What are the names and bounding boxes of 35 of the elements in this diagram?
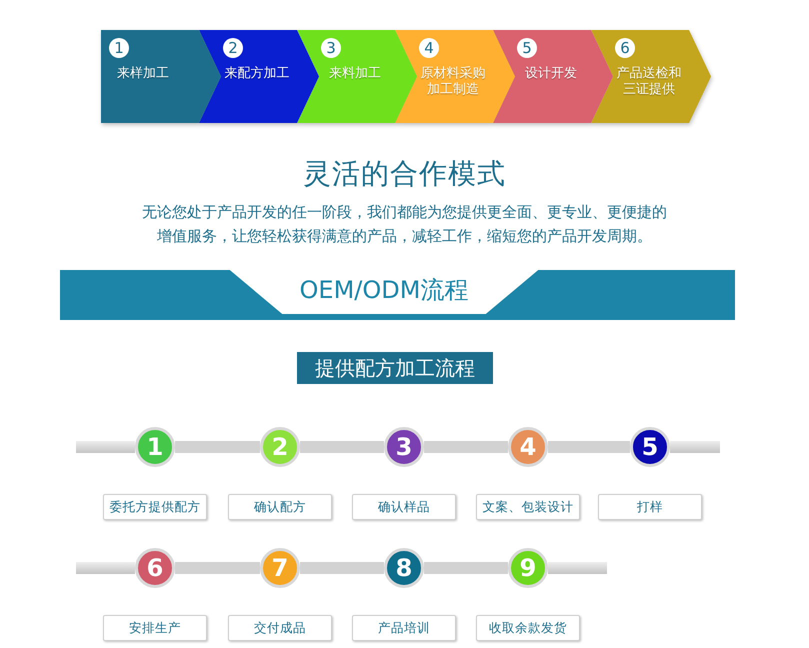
step-label: 设计开发 bbox=[524, 66, 578, 82]
number-circle: 8 bbox=[384, 548, 424, 588]
step-label-box: 委托方提供配方 bbox=[103, 494, 207, 520]
intro-paragraph: 无论您处于产品开发的任一阶段，我们都能为您提供更全面、更专业、更便捷的增值服务，让您轻松获得满意的产品，减轻工作，缩短您的产品开发周期。 bbox=[141, 202, 668, 247]
number-circle: 5 bbox=[630, 427, 670, 467]
step-label-box: 确认样品 bbox=[352, 494, 456, 520]
step-label-box: 安排生产 bbox=[103, 615, 207, 641]
step-label-box: 收取余款发货 bbox=[476, 615, 580, 641]
subheading-banner: 提供配方加工流程 bbox=[297, 352, 493, 384]
track-bar bbox=[300, 441, 384, 453]
track-bar bbox=[300, 562, 384, 574]
step-label-box: 打样 bbox=[598, 494, 702, 520]
step-label: 原材料采购加工制造 bbox=[420, 66, 486, 98]
track-bar bbox=[424, 562, 508, 574]
step-label: 产品送检和三证提供 bbox=[616, 66, 682, 98]
heading-text: OEM/ODM流程 bbox=[300, 275, 468, 306]
number-circle: 3 bbox=[384, 427, 424, 467]
step-label-box: 确认配方 bbox=[228, 494, 332, 520]
number-circle: 6 bbox=[135, 548, 175, 588]
number-circle: 4 bbox=[508, 427, 548, 467]
step-label: 来样加工 bbox=[116, 66, 170, 82]
number-circle: 1 bbox=[135, 427, 175, 467]
step-label: 来料加工 bbox=[328, 66, 382, 82]
step-label: 来配方加工 bbox=[224, 66, 290, 82]
step-label-box: 交付成品 bbox=[228, 615, 332, 641]
number-circle: 9 bbox=[508, 548, 548, 588]
track-bar bbox=[175, 441, 260, 453]
section-title: 灵活的合作模式 bbox=[302, 156, 507, 192]
track-bar bbox=[175, 562, 260, 574]
number-circle: 7 bbox=[260, 548, 300, 588]
step-label-box: 产品培训 bbox=[352, 615, 456, 641]
number-circle: 2 bbox=[260, 427, 300, 467]
track-bar bbox=[548, 441, 630, 453]
track-bar bbox=[424, 441, 508, 453]
step-label-box: 文案、包装设计 bbox=[476, 494, 580, 520]
